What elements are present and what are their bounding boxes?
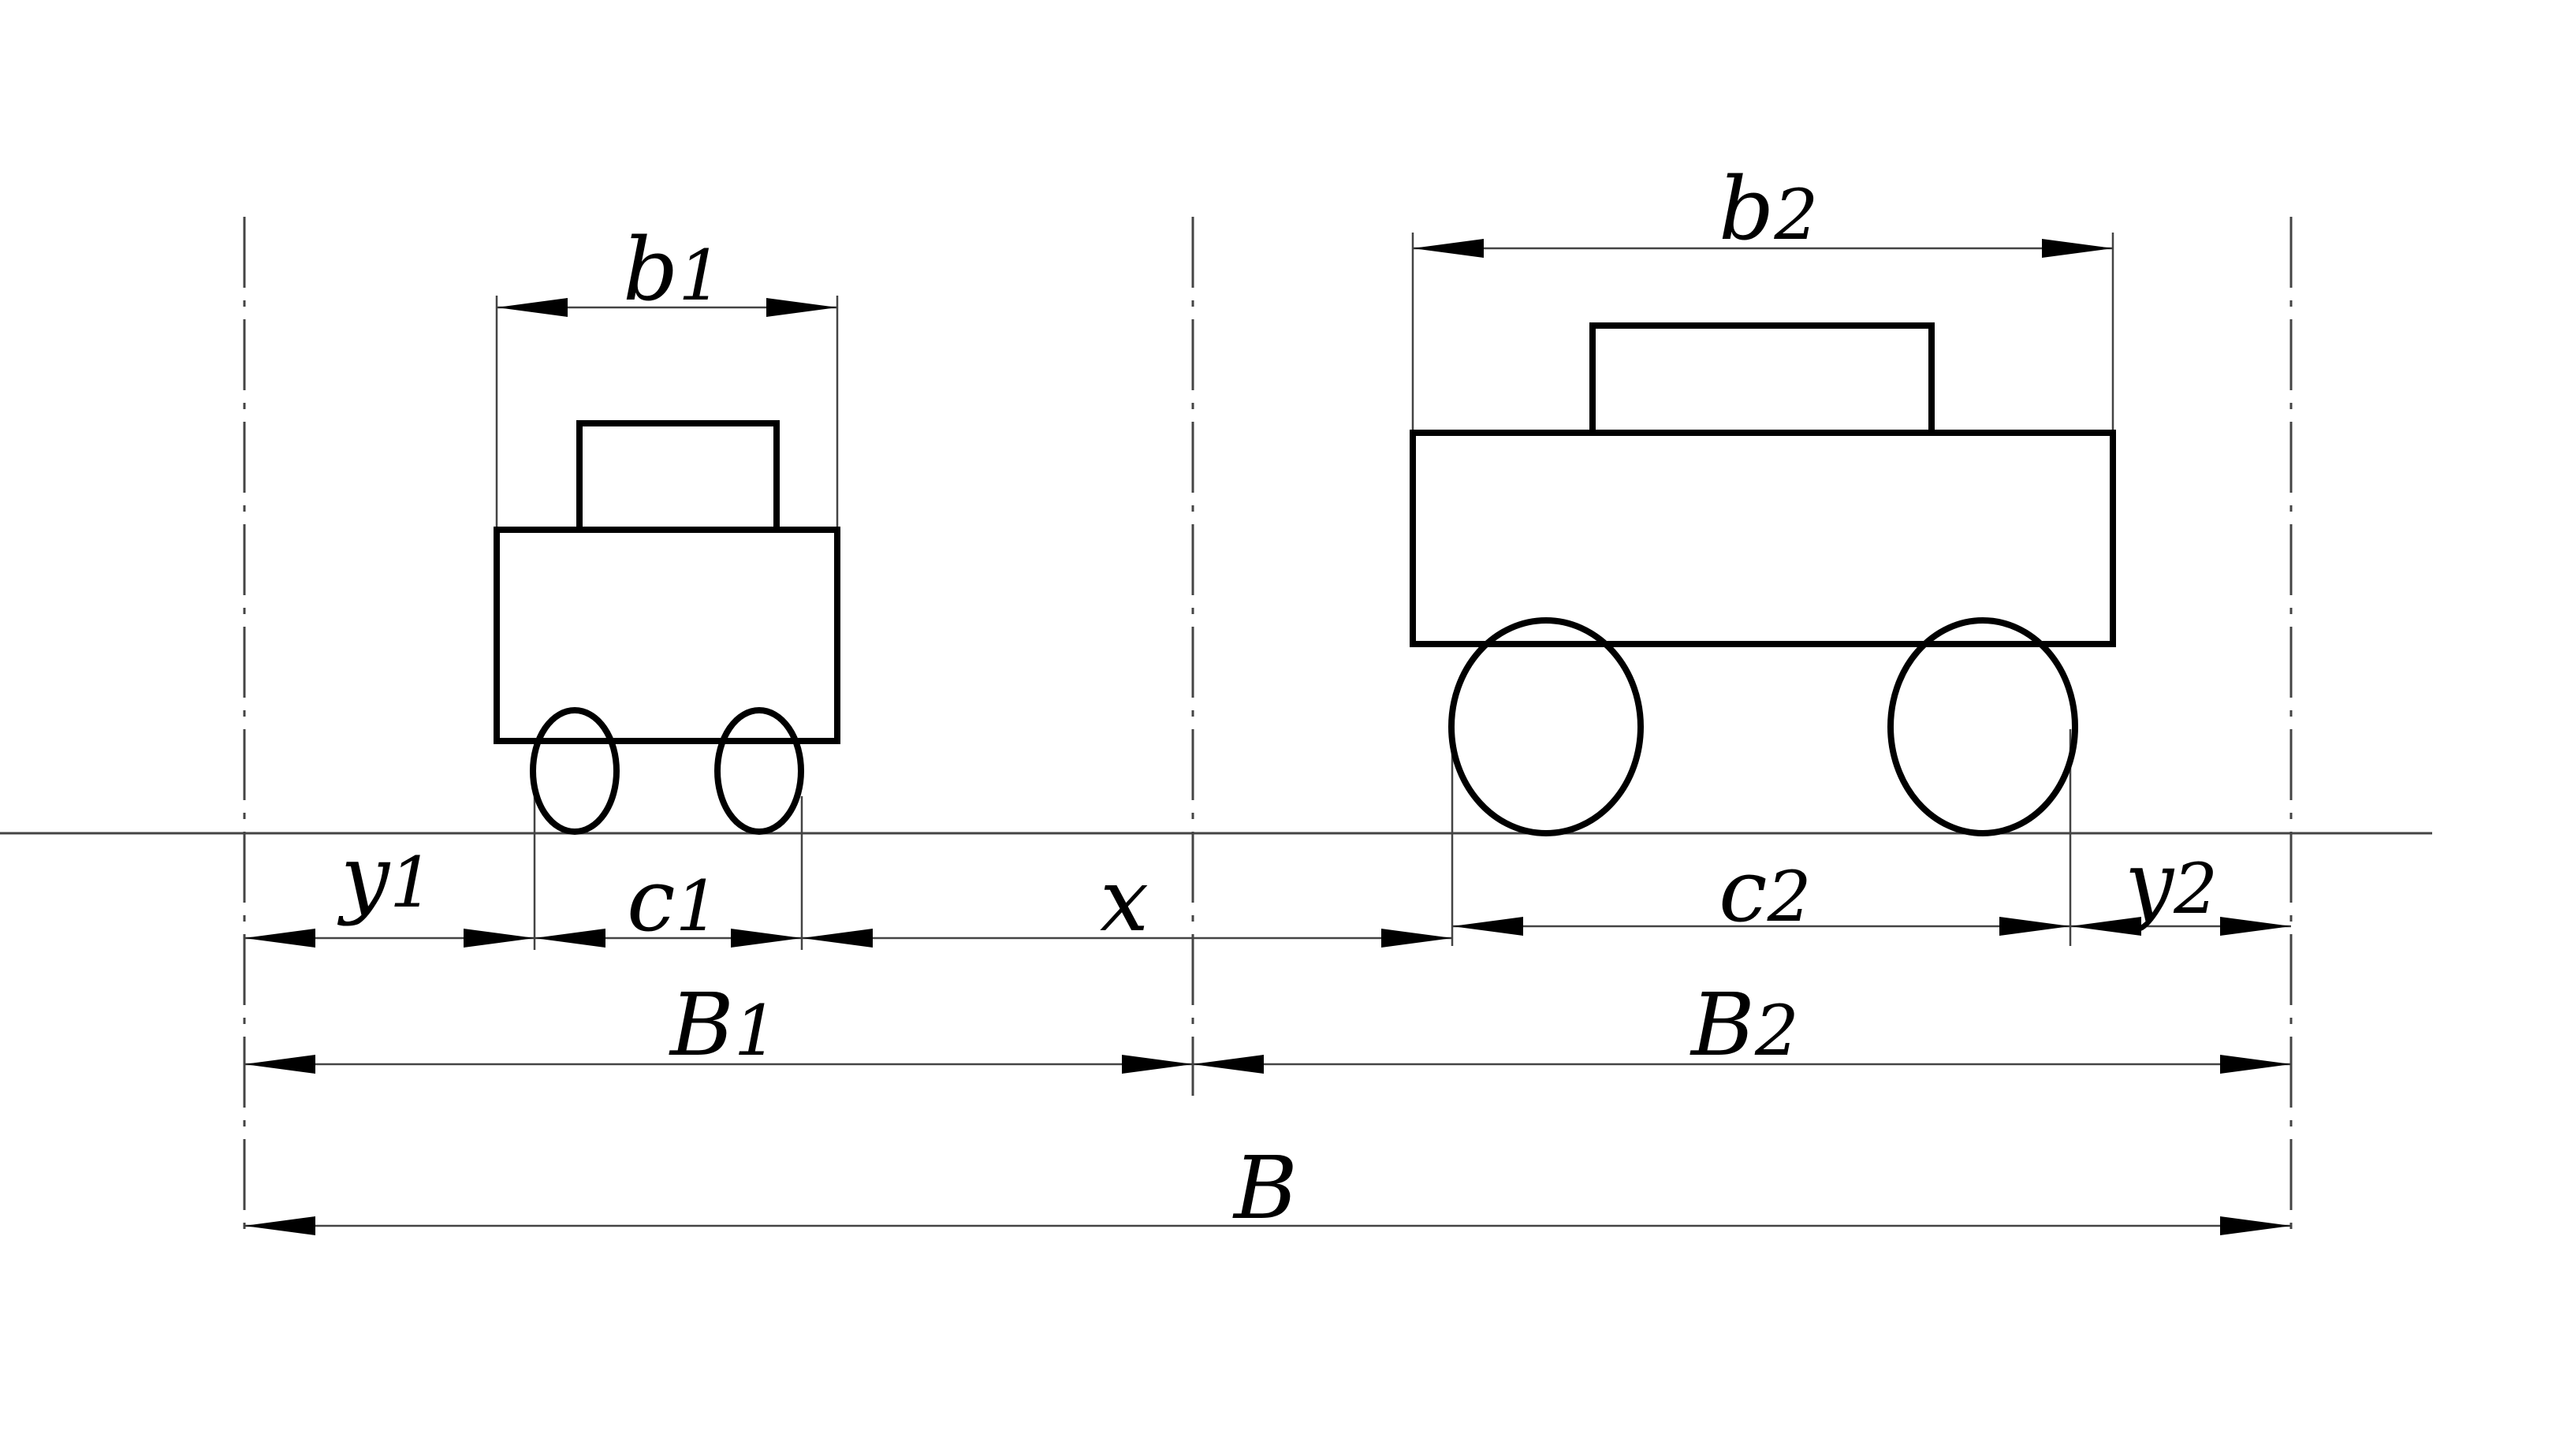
label-B2: B2 — [1690, 974, 1799, 1075]
lane-boundaries — [243, 217, 2293, 1238]
label-x: x — [1100, 850, 1149, 951]
vehicle-large-cab — [1589, 322, 1935, 436]
vehicle-large — [1410, 322, 2116, 836]
vehicle-small-wheel-left — [530, 707, 620, 835]
vehicle-small-body — [494, 527, 840, 744]
label-c1: c1 — [627, 850, 720, 951]
extension-lines — [495, 233, 2114, 950]
label-c2: c2 — [1719, 840, 1812, 941]
vehicle-large-body — [1410, 430, 2116, 647]
label-y2: y2 — [2121, 832, 2218, 933]
label-b1: b1 — [623, 219, 722, 320]
vehicle-large-wheel-right — [1887, 617, 2078, 836]
vehicle-small — [494, 420, 840, 835]
label-y1: y1 — [337, 826, 434, 927]
label-b2: b2 — [1719, 158, 1818, 259]
vehicle-small-wheel-right — [714, 707, 804, 835]
label-B1: B1 — [669, 974, 778, 1075]
label-B: B — [1232, 1138, 1298, 1238]
vehicle-large-wheel-left — [1448, 617, 1644, 836]
vehicle-small-cab — [576, 420, 780, 533]
